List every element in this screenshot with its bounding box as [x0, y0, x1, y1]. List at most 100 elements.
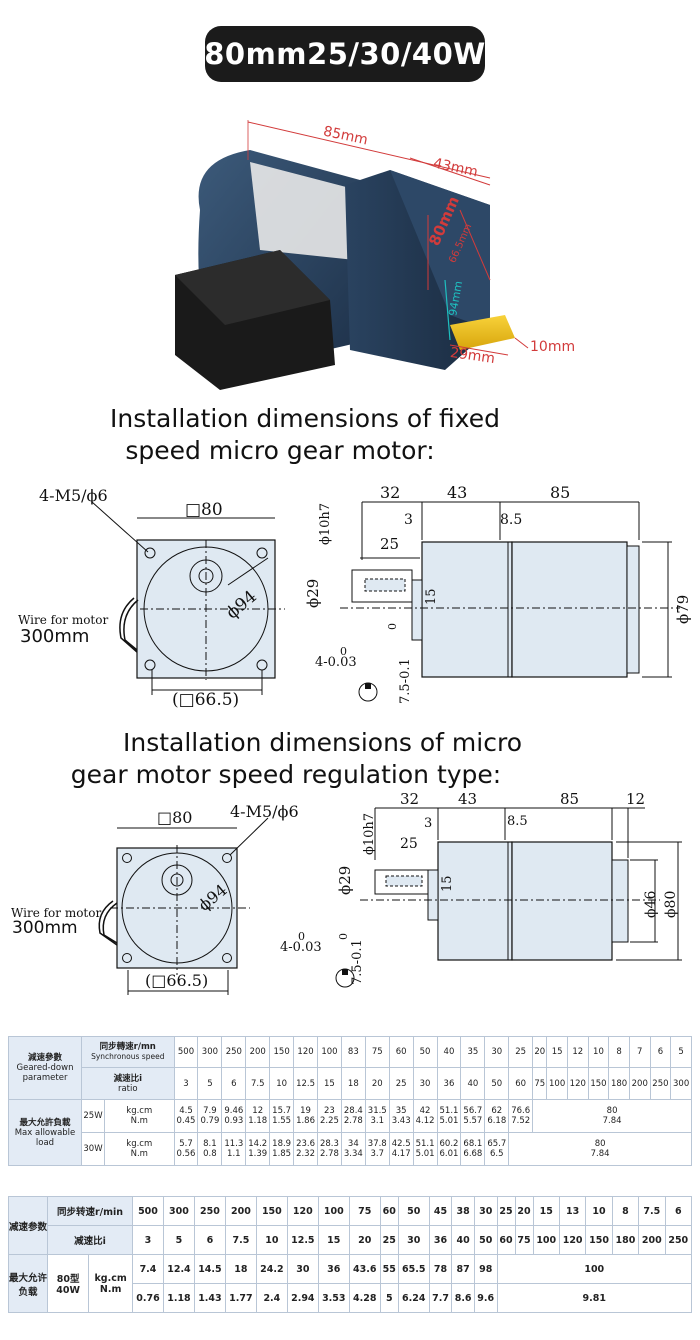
t2-kg: 7.4 — [132, 1254, 164, 1284]
s2-key-w: 4-0.03 — [280, 940, 322, 955]
t2-nm: 9.6 — [473, 1283, 498, 1313]
s1-key-w: 4-0.03 — [315, 655, 357, 670]
t1-r0-kg: 35 — [395, 1106, 407, 1116]
t2-speed: 10 — [585, 1196, 613, 1226]
t1-r1-nm: 4.17 — [391, 1149, 411, 1159]
t2-speed: 50 — [397, 1196, 430, 1226]
t2-nm: 0.76 — [132, 1283, 164, 1313]
s1-shaft-tol: ϕ10h7 — [318, 502, 333, 545]
t1-ratio: 50 — [484, 1067, 510, 1100]
t2-speed: 200 — [224, 1196, 257, 1226]
s2-square: □80 — [157, 808, 193, 827]
section2-side-view — [335, 807, 682, 988]
t2-ratio: 250 — [664, 1225, 692, 1255]
t1-r1-nm: 0.8 — [203, 1149, 217, 1159]
t1-unit-kg: kg.cm — [126, 1139, 153, 1149]
t1-speed: 8 — [608, 1036, 630, 1068]
s1-d85: 85 — [550, 483, 571, 502]
t1-ratio: 180 — [608, 1067, 630, 1100]
t2-load-label: 最大允许负载 — [8, 1254, 48, 1313]
t2-ratio: 100 — [532, 1225, 560, 1255]
t1-load-en: Max allowable load — [14, 1127, 76, 1148]
motor-photo — [175, 120, 529, 390]
s2-shaft-tol: ϕ10h7 — [362, 812, 377, 855]
t1-r0-kg: 62 — [491, 1106, 503, 1116]
t1-r0-kg: 76.6 — [511, 1106, 531, 1116]
t2-speed: 250 — [193, 1196, 226, 1226]
t2-speed: 38 — [451, 1196, 475, 1226]
s1-d25: 25 — [380, 535, 400, 553]
s2-key-w0: 0 — [298, 930, 305, 943]
s2-key-d: 7.5-0.1 — [350, 939, 365, 985]
t2-ratio: 20 — [348, 1225, 381, 1255]
t1-r0-nm: 1.55 — [272, 1116, 292, 1126]
t1-speed: 200 — [245, 1036, 271, 1068]
t1-r1-kg: 37.8 — [367, 1139, 387, 1149]
t1-unit-kg: kg.cm — [126, 1106, 153, 1116]
s1-d32: 32 — [380, 483, 401, 502]
s2-d80: ϕ80 — [663, 890, 679, 918]
s1-shaft: ϕ29 — [304, 578, 322, 608]
t1-r0-nm: 1.86 — [296, 1116, 315, 1126]
t1-speed: 25 — [508, 1036, 534, 1068]
t1-speed: 30 — [484, 1036, 510, 1068]
t1-speed: 75 — [364, 1036, 390, 1068]
t1-r1-kg: 51.1 — [415, 1139, 435, 1149]
t2-speed: 20 — [514, 1196, 534, 1226]
s2-key-d0: 0 — [337, 933, 350, 940]
t1-r1-kg: 60.2 — [439, 1139, 459, 1149]
s2-d3: 3 — [424, 816, 433, 831]
t1-r1-kg-max: 80 — [594, 1139, 606, 1149]
t2-ratio: 12.5 — [286, 1225, 319, 1255]
page-title: 80mm25/30/40W — [204, 26, 485, 82]
t1-speed: 12 — [566, 1036, 589, 1068]
s1-body: ϕ79 — [674, 594, 692, 624]
t2-ratio: 75 — [514, 1225, 534, 1255]
t1-speed: 250 — [221, 1036, 247, 1068]
t1-ratio: 5 — [197, 1067, 223, 1100]
t1-r1-nm: 1.85 — [272, 1149, 292, 1159]
s2-bolt: (□66.5) — [145, 971, 209, 990]
t2-ratio: 6 — [193, 1225, 226, 1255]
t1-speed: 6 — [649, 1036, 672, 1068]
t2-nm-max: 9.81 — [496, 1283, 693, 1313]
t1-r0-kg: 12 — [252, 1106, 264, 1116]
t2-nm: 1.43 — [193, 1283, 226, 1313]
t1-ratio: 300 — [670, 1067, 692, 1100]
t2-ratio: 40 — [451, 1225, 475, 1255]
t2-nm: 1.77 — [224, 1283, 257, 1313]
t1-r0-nm: 4.12 — [415, 1116, 435, 1126]
t1-r0-nm: 3.1 — [370, 1116, 385, 1126]
t2-ratio: 50 — [473, 1225, 498, 1255]
t1-r1-nm: 6.68 — [463, 1149, 483, 1159]
t2-speed: 150 — [255, 1196, 288, 1226]
s2-d32: 32 — [400, 790, 420, 808]
t1-ratio: 20 — [364, 1067, 390, 1100]
t1-r0-nm: 5.57 — [463, 1116, 483, 1126]
t1-ratio: 120 — [566, 1067, 589, 1100]
t2-speed: 30 — [473, 1196, 498, 1226]
section2-heading-line1: Installation dimensions of micro — [123, 728, 522, 757]
t2-ratio: 7.5 — [224, 1225, 257, 1255]
t2-ratio: 15 — [317, 1225, 350, 1255]
t2-ratio: 180 — [611, 1225, 640, 1255]
t2-ratio: 150 — [585, 1225, 613, 1255]
t1-ratio: 10 — [269, 1067, 295, 1100]
t2-ratio: 3 — [132, 1225, 164, 1255]
t1-unit-nm: N.m — [130, 1116, 148, 1126]
s2-wire-label: Wire for motor — [11, 906, 102, 920]
s2-key: 15 — [440, 875, 455, 892]
t2-nm: 7.7 — [428, 1283, 453, 1313]
t2-kg: 14.5 — [193, 1254, 226, 1284]
t1-r1-kg: 11.3 — [224, 1139, 244, 1149]
photo-dim-shaft-len: 10mm — [530, 339, 576, 355]
t2-kg: 12.4 — [162, 1254, 195, 1284]
t1-r0-nm: 0.45 — [176, 1116, 196, 1126]
s2-d85b: 8.5 — [507, 814, 528, 829]
t1-ratio-cn: 減速比i — [113, 1073, 142, 1084]
s1-square: □80 — [185, 500, 223, 520]
section1-heading: Installation dimensions of fixed speed m… — [0, 403, 700, 467]
t1-r0-nm: 3.43 — [391, 1116, 411, 1126]
t2-kg: 55 — [379, 1254, 399, 1284]
